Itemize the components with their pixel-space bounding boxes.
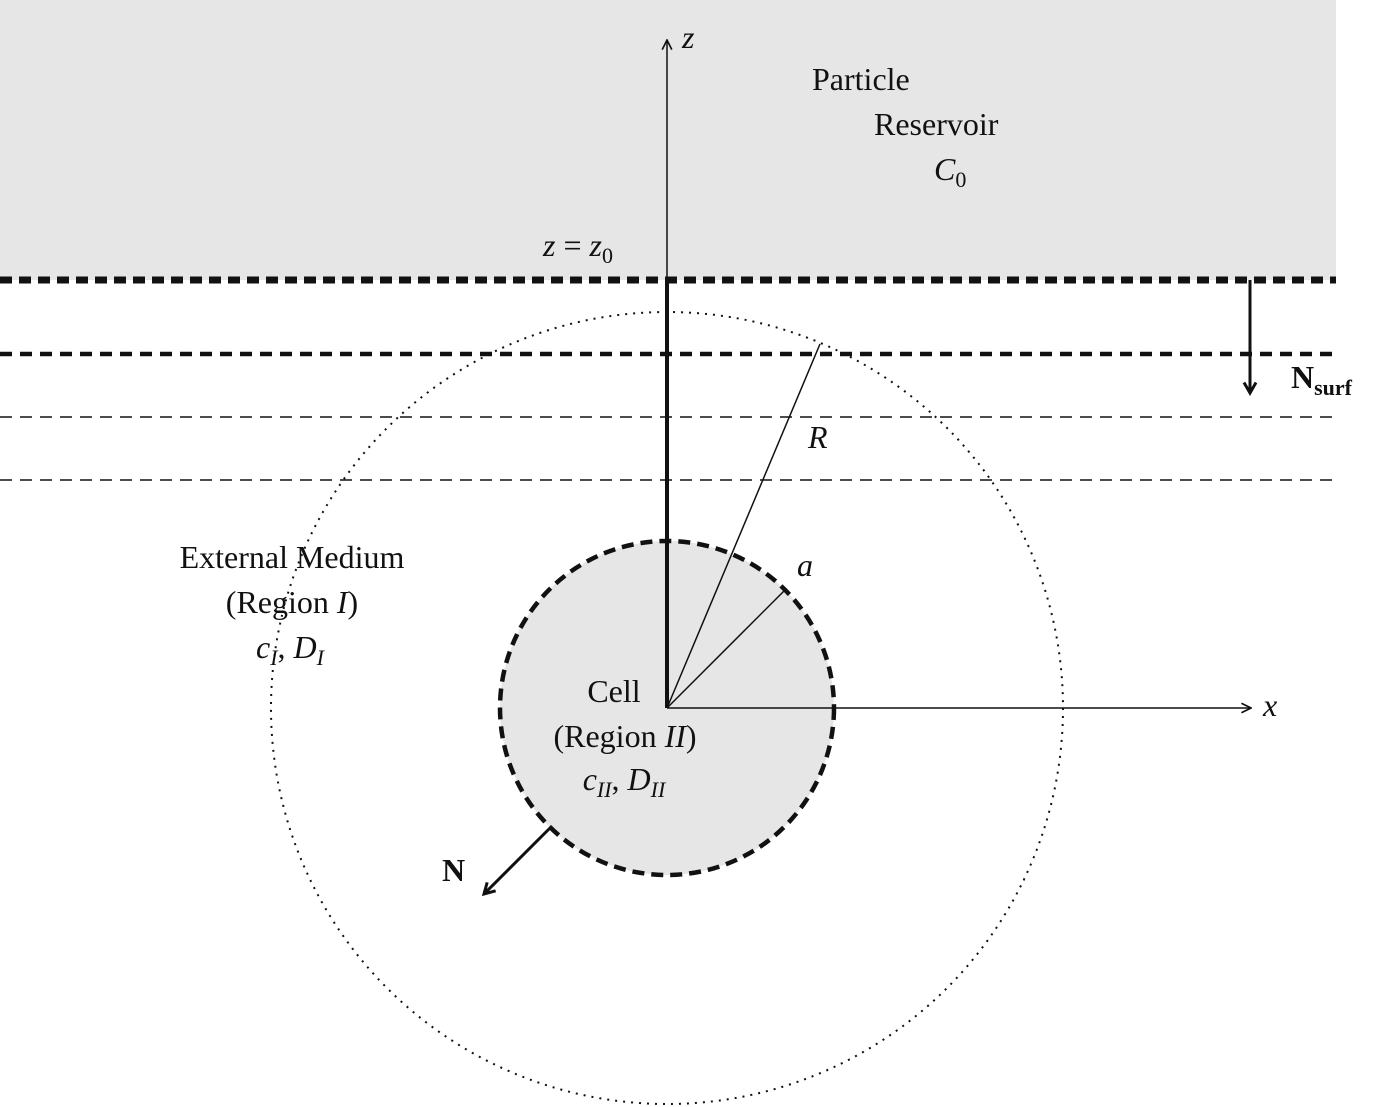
- normal-flux-arrow: [481, 824, 554, 897]
- cell-params: cII, DII: [583, 761, 667, 802]
- external-medium-line1: External Medium: [180, 539, 405, 575]
- z-axis-label: z: [681, 19, 695, 55]
- radius-R-line: [666, 343, 821, 709]
- radius-R-label: R: [807, 419, 828, 455]
- reservoir-concentration: C0: [934, 151, 966, 192]
- radius-a-line: [666, 589, 786, 709]
- boundary-position-label: z = z0: [542, 227, 613, 268]
- reservoir-label-line1: Particle: [812, 61, 910, 97]
- radius-a-label: a: [797, 547, 813, 583]
- external-medium-params: cI, DI: [256, 629, 326, 670]
- x-axis-label: x: [1262, 687, 1277, 723]
- reservoir-label-line2: Reservoir: [874, 106, 999, 142]
- particle-reservoir-region: [0, 0, 1336, 280]
- external-medium-line2: (Region I): [226, 584, 358, 620]
- normal-flux-label: N: [442, 852, 465, 888]
- cell-label-line2: (Region II): [553, 718, 696, 754]
- surface-flux-label: Nsurf: [1291, 359, 1353, 400]
- cell-label-line1: Cell: [587, 673, 640, 709]
